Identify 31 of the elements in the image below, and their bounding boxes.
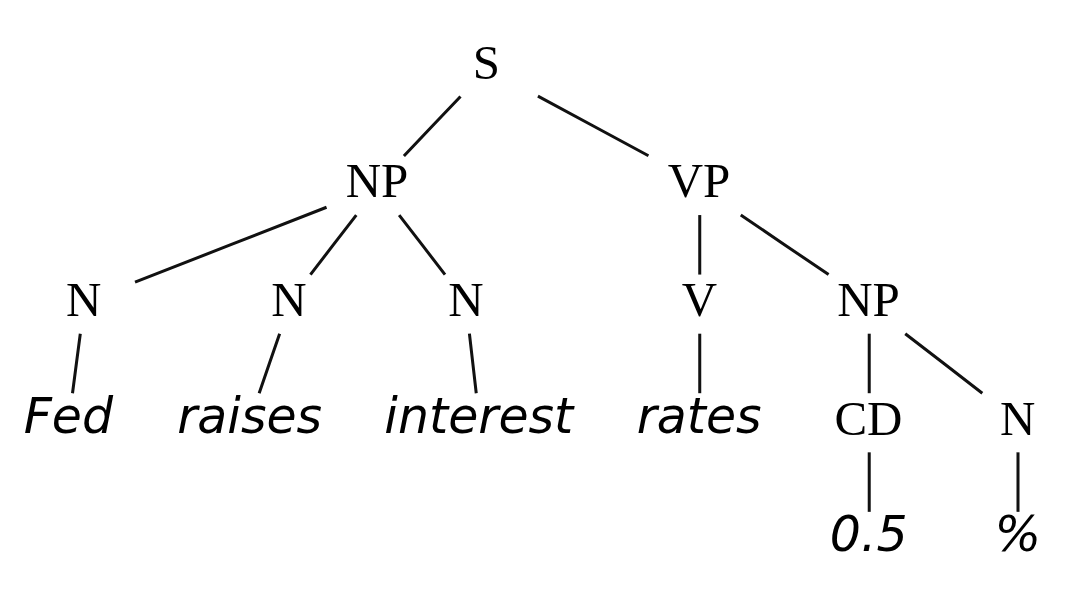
connector bbox=[867, 333, 871, 394]
node-text: N bbox=[1000, 390, 1036, 446]
node-text: Fed bbox=[23, 387, 114, 445]
connector bbox=[739, 213, 830, 276]
connector bbox=[309, 214, 358, 276]
connector bbox=[904, 332, 984, 395]
connector bbox=[698, 333, 702, 394]
node-text: rates bbox=[636, 387, 762, 445]
connector bbox=[1016, 452, 1020, 512]
connector bbox=[467, 333, 478, 394]
node-text: N bbox=[448, 271, 484, 327]
node-text: % bbox=[994, 506, 1041, 564]
connector bbox=[402, 95, 462, 157]
connector bbox=[867, 452, 871, 512]
node-text: 0.5 bbox=[829, 506, 908, 564]
node-text: N bbox=[271, 271, 307, 327]
node-text: VP bbox=[667, 153, 731, 209]
node-text: V bbox=[681, 271, 718, 327]
node-text: N bbox=[66, 271, 102, 327]
node-text: CD bbox=[834, 390, 903, 446]
connector bbox=[698, 215, 702, 275]
connector bbox=[537, 94, 650, 158]
connector bbox=[71, 333, 82, 394]
node-text: raises bbox=[177, 387, 323, 445]
connector bbox=[134, 205, 328, 284]
node-text: NP bbox=[837, 271, 900, 327]
node-text: interest bbox=[384, 387, 574, 445]
connector bbox=[397, 214, 447, 276]
connector bbox=[257, 333, 282, 394]
node-text: NP bbox=[345, 153, 409, 209]
node-text: S bbox=[472, 34, 501, 90]
